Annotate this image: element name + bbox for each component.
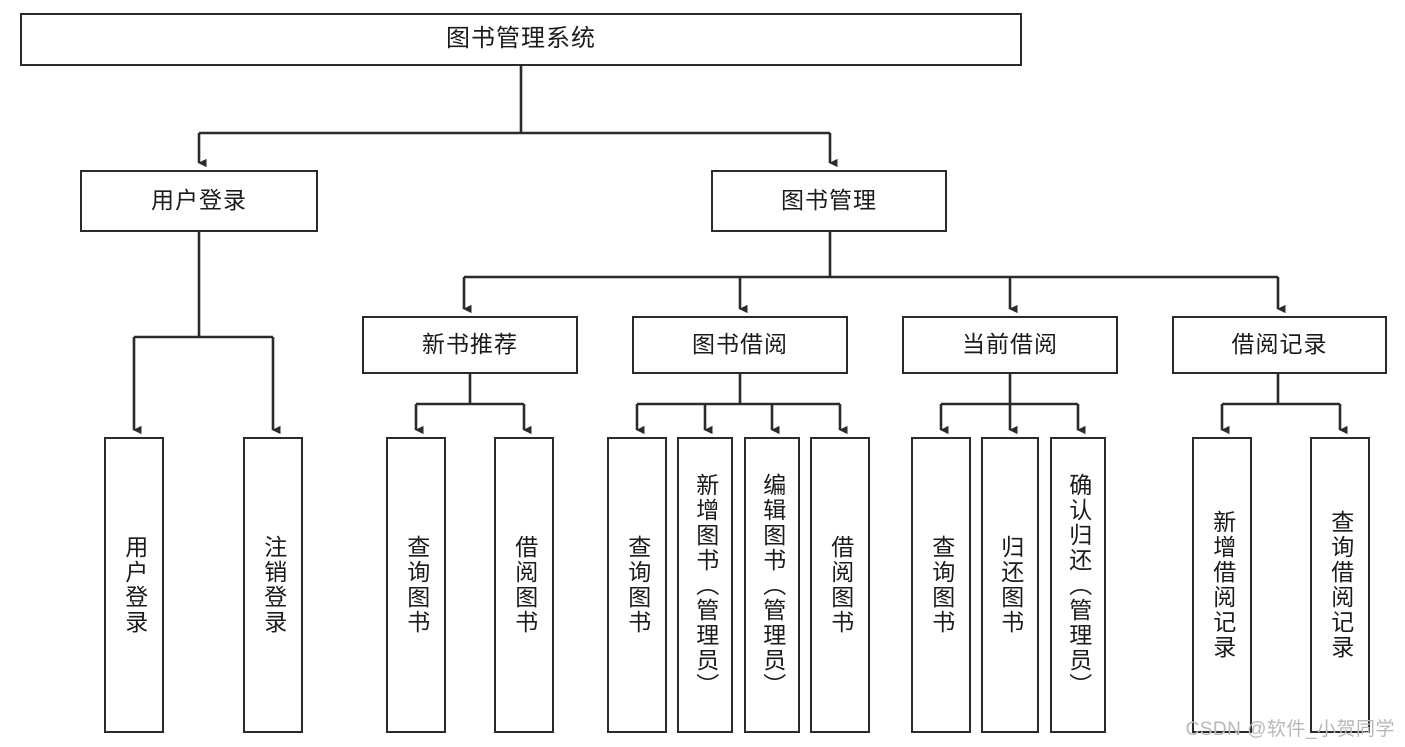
node-leaf-query-record-label: 查询借阅记录: [1327, 510, 1354, 660]
node-leaf-query-book-3[interactable]: 查询图书: [911, 437, 971, 733]
node-leaf-confirm-return-label: 确认归还（管理员）: [1065, 472, 1092, 698]
node-leaf-add-book[interactable]: 新增图书（管理员）: [677, 437, 733, 733]
node-leaf-return-book[interactable]: 归还图书: [981, 437, 1039, 733]
node-borrow-record[interactable]: 借阅记录: [1172, 316, 1387, 374]
node-leaf-query-record[interactable]: 查询借阅记录: [1310, 437, 1370, 733]
node-leaf-add-book-label: 新增图书（管理员）: [692, 472, 719, 698]
node-leaf-query-book-2-label: 查询图书: [624, 535, 651, 635]
node-book-manage-label: 图书管理: [781, 187, 877, 214]
node-root[interactable]: 图书管理系统: [20, 13, 1022, 66]
node-new-book-recommend-label: 新书推荐: [422, 331, 518, 358]
node-root-label: 图书管理系统: [446, 25, 596, 53]
node-leaf-confirm-return[interactable]: 确认归还（管理员）: [1050, 437, 1106, 733]
node-book-manage[interactable]: 图书管理: [711, 170, 947, 232]
node-leaf-edit-book-label: 编辑图书（管理员）: [759, 472, 786, 698]
node-leaf-query-book-1[interactable]: 查询图书: [386, 437, 446, 733]
node-leaf-borrow-book-1-label: 借阅图书: [511, 535, 538, 635]
node-leaf-logout[interactable]: 注销登录: [243, 437, 303, 733]
node-user-login[interactable]: 用户登录: [80, 170, 318, 232]
node-book-borrow[interactable]: 图书借阅: [632, 316, 848, 374]
node-leaf-user-login-label: 用户登录: [121, 535, 148, 635]
node-leaf-borrow-book-1[interactable]: 借阅图书: [494, 437, 554, 733]
node-new-book-recommend[interactable]: 新书推荐: [362, 316, 578, 374]
node-leaf-edit-book[interactable]: 编辑图书（管理员）: [744, 437, 800, 733]
node-leaf-return-book-label: 归还图书: [997, 535, 1024, 635]
node-book-borrow-label: 图书借阅: [692, 331, 788, 358]
node-leaf-add-record[interactable]: 新增借阅记录: [1192, 437, 1252, 733]
node-leaf-logout-label: 注销登录: [260, 535, 287, 635]
node-leaf-add-record-label: 新增借阅记录: [1209, 510, 1236, 660]
node-borrow-record-label: 借阅记录: [1231, 331, 1328, 358]
csdn-watermark: CSDN @软件_小贺同学: [1185, 719, 1395, 740]
node-leaf-query-book-3-label: 查询图书: [928, 535, 955, 635]
node-leaf-borrow-book-2[interactable]: 借阅图书: [810, 437, 870, 733]
node-current-borrow-label: 当前借阅: [962, 331, 1058, 358]
node-leaf-query-book-1-label: 查询图书: [403, 535, 430, 635]
node-leaf-query-book-2[interactable]: 查询图书: [607, 437, 667, 733]
node-current-borrow[interactable]: 当前借阅: [902, 316, 1118, 374]
node-user-login-label: 用户登录: [151, 187, 247, 214]
node-leaf-user-login[interactable]: 用户登录: [104, 437, 164, 733]
node-leaf-borrow-book-2-label: 借阅图书: [827, 535, 854, 635]
